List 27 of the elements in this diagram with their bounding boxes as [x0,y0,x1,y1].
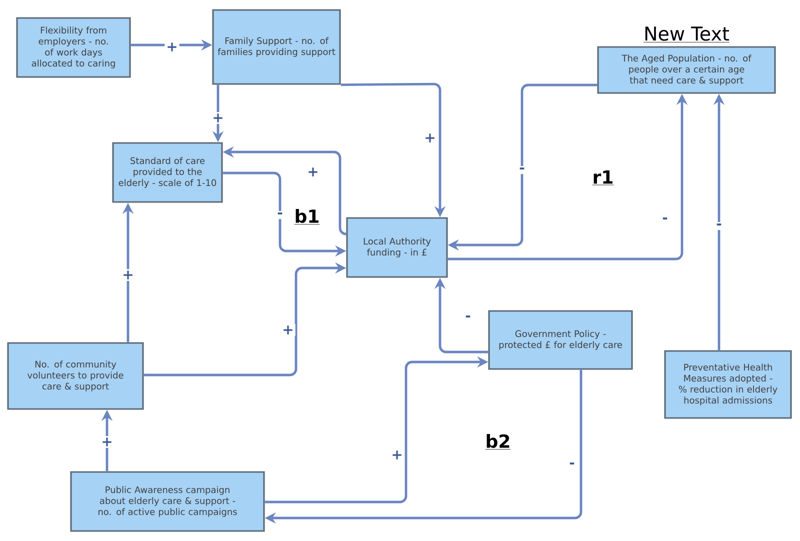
edge-label: + [306,166,320,178]
edge-label: - [568,461,576,470]
edge-label: - [714,222,724,230]
edge-label: - [276,211,284,220]
process-box: The Aged Population - no. of people over a certain age that need care & support [597,46,776,94]
edge-label: + [210,112,226,124]
process-box: Public Awareness campaign about elderly care & support - no. of active public campaigns [70,471,265,532]
edge-label: - [660,216,670,224]
process-box: No. of community volunteers to provide care & support [7,342,144,410]
process-box: Local Authority funding - in £ [346,217,448,278]
edge-label: - [464,314,472,322]
edge-label: + [280,324,296,336]
edge-label: + [164,41,180,53]
heading: New Text [643,26,730,42]
edge-label: + [120,269,136,281]
process-box: Preventative Health Measures adopted - % reduction in elderly hospital admissions [664,350,792,419]
edge-label: + [390,449,404,461]
edge-label: + [422,132,438,144]
process-box: Standard of care provided to the elderly - scale of 1-10 [112,142,223,203]
process-box: Flexibility from employers - no. of work days allocated to caring [16,17,131,78]
edge-label: - [518,166,526,174]
process-box: Family Support - no. of families providing support [212,9,341,85]
loop-label: r1 [592,170,614,186]
loop-label: b2 [485,434,511,450]
loop-label: b1 [294,209,320,225]
edge-label: + [100,436,114,448]
process-box: Government Policy - protected £ for elderly care [488,310,633,370]
